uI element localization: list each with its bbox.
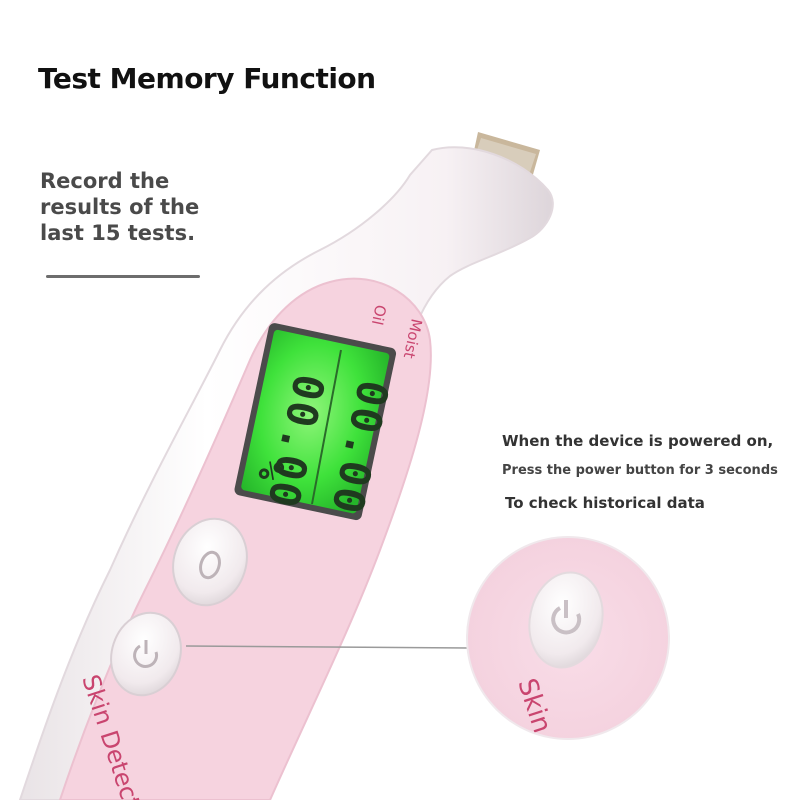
power-button-zoom: Skin [466,536,670,740]
instruction-line-3: To check historical data [505,494,705,512]
instruction-line-2: Press the power button for 3 seconds [502,463,778,478]
label-oil: Oil [368,303,390,326]
zoom-power-icon [551,600,582,635]
lcd-display: 00.00 00.00 % [234,323,398,521]
callout-line [185,645,469,649]
mode-button[interactable] [162,509,258,615]
lcd-divider [311,349,342,505]
page-title: Test Memory Function [38,62,376,95]
feature-description: Record the results of the last 15 tests. [40,169,200,245]
probe-tip [472,132,540,178]
power-button[interactable] [101,604,192,705]
o-ring-icon [199,550,221,580]
title-divider [46,275,200,278]
power-icon [133,640,159,668]
instruction-line-1: When the device is powered on, [502,432,774,450]
